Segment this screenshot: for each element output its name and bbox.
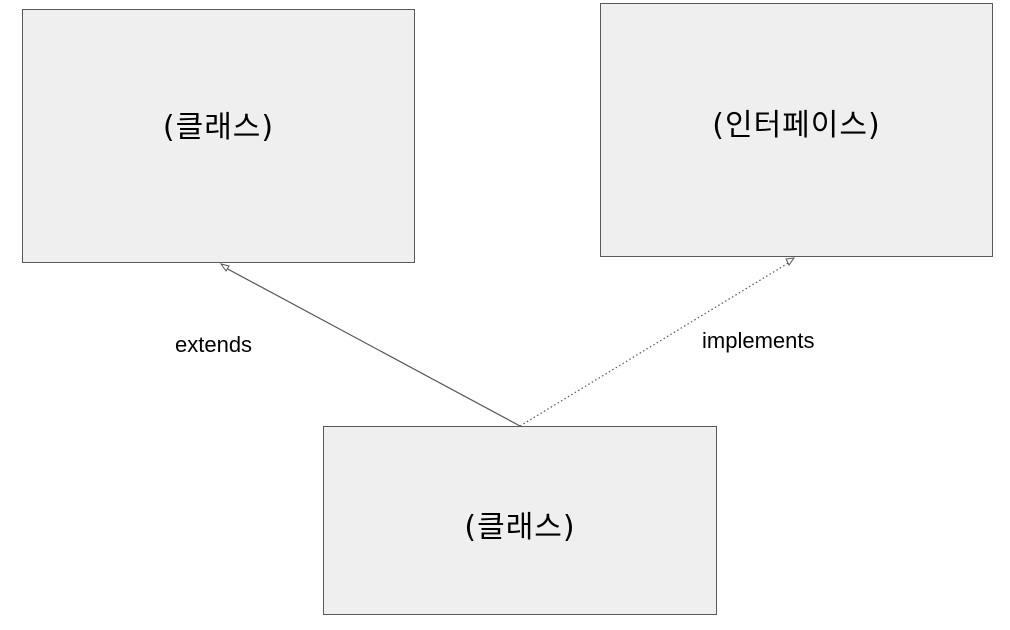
extends-label: extends	[175, 332, 253, 357]
implements-line	[519, 261, 791, 427]
interface-title: (인터페이스)	[712, 108, 881, 143]
superclass-title: (클래스)	[162, 110, 275, 145]
extends-arrowhead	[219, 263, 230, 272]
subclass-title: (클래스)	[464, 509, 576, 545]
extends-line	[223, 266, 521, 427]
subclass-box[interactable]: (클래스)	[323, 426, 717, 615]
interface-box[interactable]: (인터페이스)	[600, 3, 993, 257]
superclass-box[interactable]: (클래스)	[22, 9, 415, 263]
extends-connector	[219, 263, 521, 427]
implements-connector	[519, 257, 796, 427]
implements-label: implements	[702, 328, 815, 353]
implements-arrowhead	[785, 257, 796, 266]
